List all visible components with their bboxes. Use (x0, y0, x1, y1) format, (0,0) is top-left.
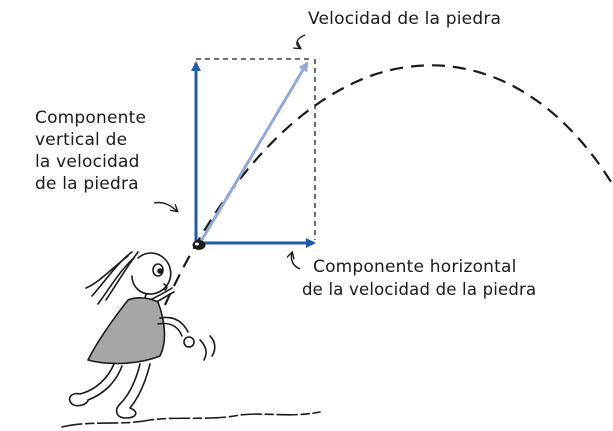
vertical-label-pointer (153, 201, 177, 211)
horizontal-label-pointer (291, 253, 301, 270)
horizontal-component-label-line2: de la velocidad de la piedra (302, 280, 537, 299)
vertical-component-label: Componente vertical de la velocidad de l… (35, 108, 147, 194)
velocity-label-pointer (297, 34, 306, 48)
horizontal-component-label-line1: Componente horizontal (313, 257, 517, 277)
stone-icon (192, 240, 206, 250)
velocity-vector (198, 61, 309, 244)
velocity-label: Velocidad de la piedra (308, 9, 502, 29)
girl-throwing-icon (61, 251, 321, 428)
trajectory-path (163, 64, 613, 306)
